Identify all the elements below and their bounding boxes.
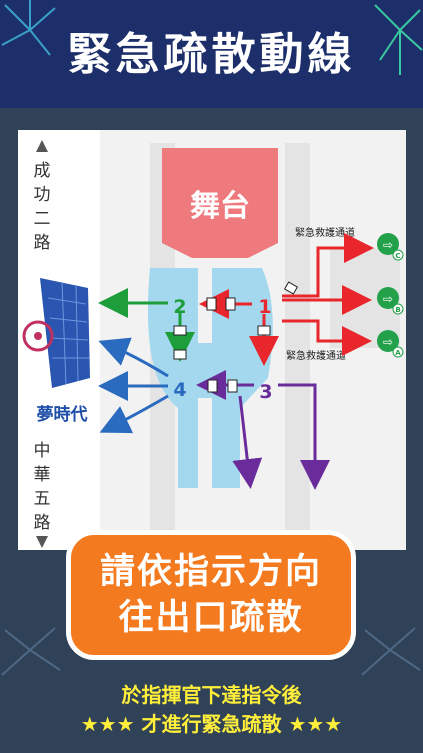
- exit-letter: B: [395, 306, 400, 314]
- road-south-char: 中: [34, 441, 51, 461]
- exit-letter: C: [395, 252, 400, 260]
- road-north-char: 路: [34, 233, 51, 253]
- footer-notice: 於指揮官下達指令後: [121, 683, 302, 707]
- exit-sign-icon: ⇨ B: [377, 287, 404, 315]
- exit-point-label: 2: [173, 296, 186, 318]
- header-banner: 緊急疏散動線: [0, 0, 423, 108]
- exit-point-label: 1: [258, 296, 271, 318]
- road-north-char: 二: [34, 209, 51, 229]
- emergency-lane-label: 緊急救護通道: [286, 349, 346, 362]
- road-north-char: 成: [34, 161, 51, 181]
- svg-text:⇨: ⇨: [383, 238, 393, 252]
- exit-sign-icon: ⇨ C: [377, 233, 404, 261]
- evacuation-instruction-box: 請依指示方向 往出口疏散: [66, 530, 356, 660]
- firework-icon: [1, 627, 61, 676]
- firework-icon: [361, 627, 421, 676]
- road-south-char: 路: [34, 513, 51, 533]
- exit-point-label: 3: [259, 381, 272, 403]
- stage-label: 舞台: [190, 189, 250, 224]
- footer-notice: ★★★ 才進行緊急疏散 ★★★: [80, 712, 343, 736]
- road-south-char: 五: [34, 489, 51, 509]
- road-north-char: 功: [34, 185, 51, 205]
- road-south-char: 華: [34, 465, 51, 485]
- emergency-lane-label: 緊急救護通道: [295, 226, 355, 239]
- svg-text:⇨: ⇨: [383, 335, 393, 349]
- building-icon: [22, 278, 90, 388]
- page-title: 緊急疏散動線: [67, 29, 356, 80]
- firework-icon: [1, 0, 56, 56]
- building-name: 夢時代: [37, 404, 88, 425]
- instruction-line: 往出口疏散: [118, 598, 304, 638]
- stage: [162, 148, 278, 258]
- exit-letter: A: [395, 349, 401, 357]
- exit-sign-icon: ⇨ A: [377, 330, 404, 358]
- instruction-line: 請依指示方向: [99, 552, 322, 592]
- firework-icon: [374, 4, 423, 75]
- exit-point-label: 4: [173, 379, 186, 401]
- evacuation-map: 舞台 成 功 二 路 中 華 五 路 夢時代 緊急救護通道 緊急救護通道: [18, 130, 406, 550]
- svg-text:⇨: ⇨: [383, 292, 393, 306]
